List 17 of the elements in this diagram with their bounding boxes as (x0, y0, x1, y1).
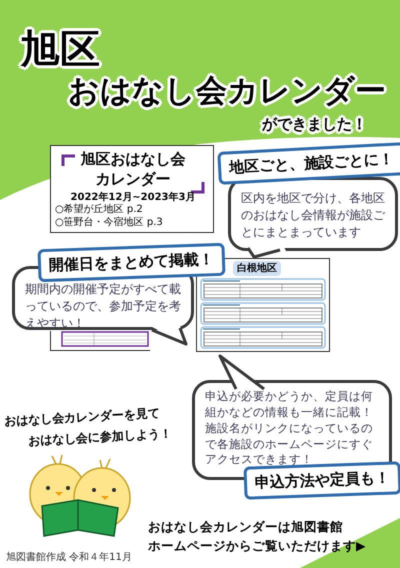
bubble-text: 期間内の開催予定がすべて載っているので、参加予定を考えやすい！ (25, 281, 181, 332)
footer-text: 旭図書館作成 令和４年11月 (6, 550, 132, 565)
slogan: おはなし会に参加しよう！ (28, 426, 172, 450)
subtitle: おはなし会カレンダー (68, 72, 386, 111)
date-range: 2022年12月~2023年3月 (70, 190, 196, 204)
notice-text: ホームページからご覧いただけます▶ (148, 537, 366, 555)
notice-text: おはなし会カレンダーは旭図書館 (148, 518, 343, 536)
subtitle: ができました！ (262, 114, 367, 135)
district-heading: 白根地区 (233, 261, 281, 276)
calendar-cover-page (50, 145, 214, 233)
contents-entry: ○希望が丘地区 p.2 (55, 204, 143, 216)
contents-entry: ○笹野台・今宿地区 p.3 (55, 217, 163, 229)
bubble-text: 区内を地区で分け、各地区のおはなし会情報が施設ごとにまとまっています (241, 190, 385, 240)
cover-title: 旭区おはなし会カレンダー (80, 150, 186, 189)
slogan: おはなし会カレンダーを見て (4, 404, 160, 428)
title: 旭区 (20, 26, 100, 75)
heading-tag: 開催日をまとめて掲載！ (38, 242, 226, 282)
